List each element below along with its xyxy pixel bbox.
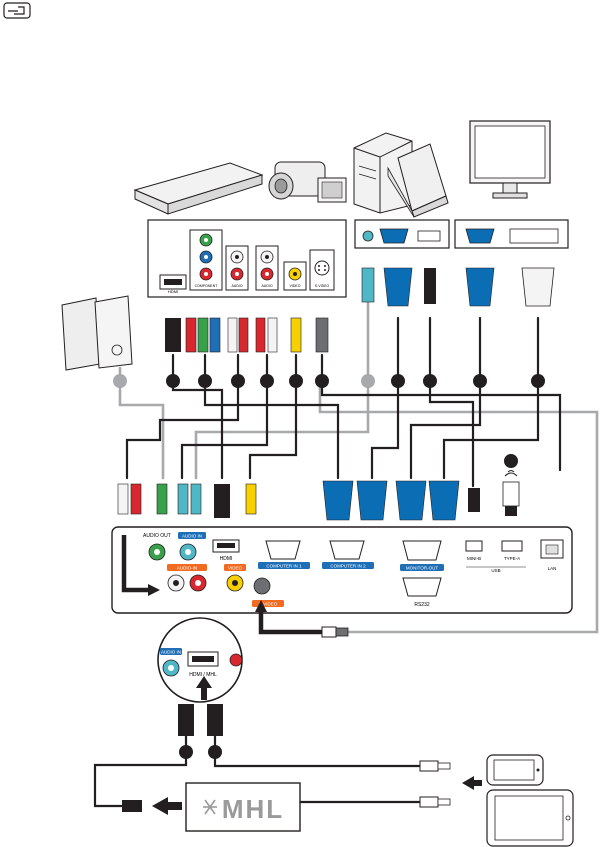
source-side-plugs bbox=[165, 267, 555, 353]
computer-usb-port bbox=[417, 230, 441, 242]
monitor-device bbox=[469, 120, 551, 199]
laptop-device bbox=[387, 143, 449, 218]
source-hdmi-label: HDMI bbox=[168, 289, 178, 294]
audio-out-label: AUDIO OUT bbox=[143, 533, 171, 539]
mhl-label: MHL bbox=[222, 794, 284, 824]
mhl-left-plug bbox=[122, 800, 142, 812]
monitor-out-port bbox=[402, 540, 442, 561]
mhl-plugs bbox=[178, 704, 223, 736]
monitor-vga-port bbox=[465, 228, 495, 244]
svideo-end-plug bbox=[321, 626, 349, 638]
computer-vga-port bbox=[379, 228, 409, 244]
source-audio-ports-2: AUDIO bbox=[255, 245, 279, 291]
arrow-head-svideo bbox=[255, 600, 267, 612]
camcorder-device bbox=[268, 161, 347, 203]
computer-in-2-label: COMPUTER IN 2 bbox=[330, 564, 366, 569]
hdmi-mhl-label: HDMI / MHL bbox=[189, 672, 217, 678]
lan-label: LAN bbox=[548, 566, 557, 571]
mobile-arrow bbox=[462, 776, 482, 790]
rs232-port bbox=[402, 577, 442, 597]
computer-audio-port bbox=[362, 230, 374, 242]
usb-label: USB bbox=[491, 568, 500, 573]
projector-hdmi-label: HDMI bbox=[220, 556, 233, 562]
computer-in-1-label: COMPUTER IN 1 bbox=[266, 564, 302, 569]
computer-in-2-port bbox=[329, 540, 365, 560]
speakers-device bbox=[61, 295, 133, 371]
source-audio-label-1: AUDIO bbox=[231, 284, 242, 288]
mhl-star-logo bbox=[203, 799, 217, 815]
cable-junction-dots bbox=[113, 374, 545, 759]
tablet-device bbox=[486, 789, 574, 847]
mhl-callout: AUDIO IN HDMI / MHL bbox=[157, 617, 243, 703]
callout-audio-in-label: AUDIO IN bbox=[161, 650, 181, 655]
usb-type-a-port bbox=[501, 540, 523, 552]
svideo-label: S-VIDEO bbox=[259, 602, 278, 607]
source-component-label: COMPONENT bbox=[195, 284, 219, 288]
rs232-label: RS232 bbox=[414, 602, 430, 608]
source-component-ports: COMPONENT bbox=[189, 229, 223, 291]
mobile-plugs bbox=[419, 760, 451, 808]
projector-side-plugs bbox=[117, 480, 520, 521]
smartphone-device bbox=[486, 754, 544, 786]
video-label: VIDEO bbox=[228, 566, 243, 571]
source-audio-ports-1: AUDIO bbox=[225, 245, 249, 291]
svideo-jack bbox=[253, 577, 271, 595]
arrow-head-audio bbox=[148, 584, 160, 596]
wireless-signal-icon bbox=[504, 470, 518, 477]
mhl-up-arrow bbox=[196, 676, 212, 700]
panel-arrows bbox=[121, 535, 322, 635]
audio-in-label: AUDIO-IN bbox=[177, 566, 197, 571]
audio-in-top-label: AUDIO IN bbox=[182, 534, 202, 539]
monitor-out-label: MONITOR-OUT bbox=[406, 566, 438, 571]
mini-b-label: MINI-B bbox=[467, 556, 481, 561]
computer-in-1-port bbox=[265, 540, 301, 560]
type-a-label: TYPE-A bbox=[504, 556, 520, 561]
source-video-label: VIDEO bbox=[290, 284, 301, 288]
source-hdmi-port: HDMI bbox=[159, 274, 187, 294]
source-video-port: VIDEO bbox=[283, 261, 307, 291]
source-audio-label-2: AUDIO bbox=[261, 284, 272, 288]
source-svideo-label: S-VIDEO bbox=[315, 284, 330, 288]
monitor-dvi-port bbox=[509, 228, 559, 244]
dvd-player-device bbox=[133, 162, 264, 215]
mhl-left-arrow bbox=[152, 797, 182, 815]
hand-pointer-note-icon bbox=[3, 2, 31, 19]
source-svideo-port: S-VIDEO bbox=[309, 249, 335, 291]
usb-mini-b-port bbox=[465, 540, 483, 552]
